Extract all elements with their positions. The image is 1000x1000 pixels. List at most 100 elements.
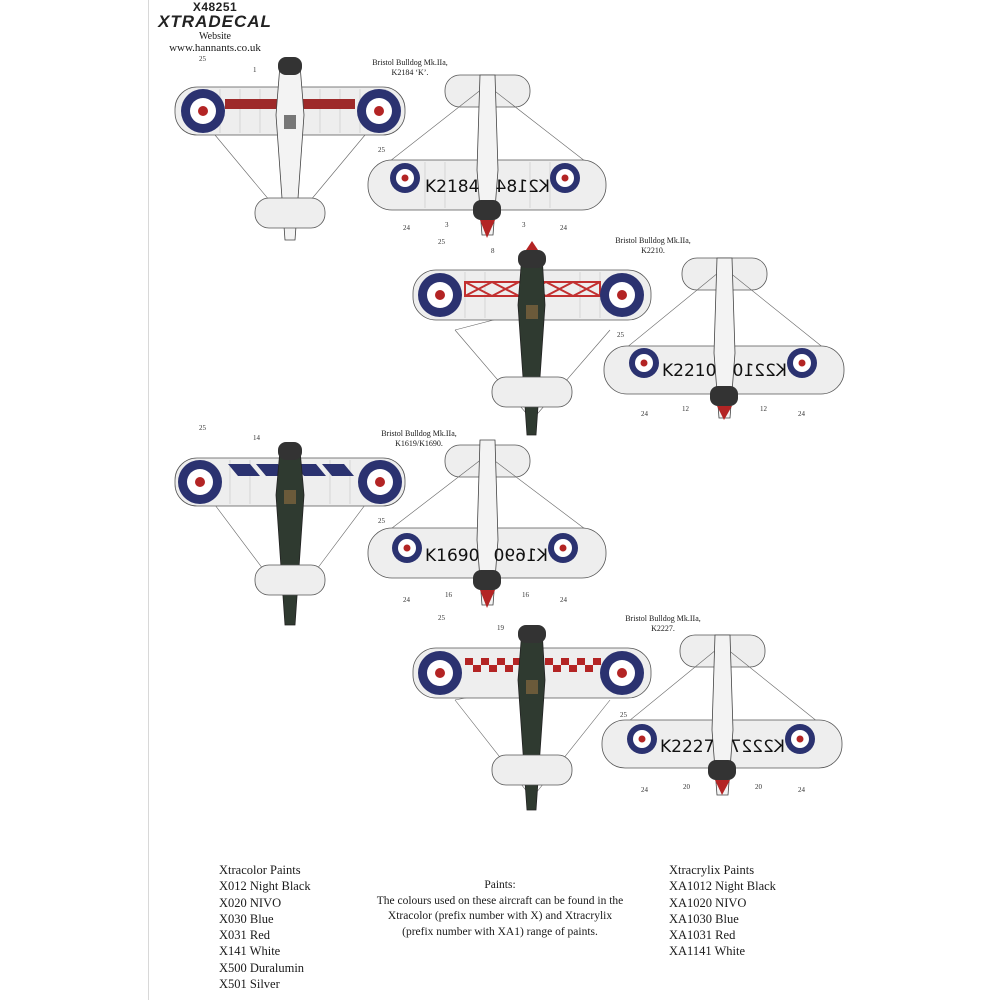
tailplane (254, 197, 326, 229)
callout: 20 (755, 783, 762, 791)
paint-item: X020 NIVO (219, 895, 282, 910)
paint-item: X501 Silver (219, 977, 280, 992)
serial-starboard-mirrored: K2210 (733, 361, 787, 381)
roundel (600, 651, 644, 695)
tailplane (254, 564, 326, 596)
website-label: Website (199, 31, 231, 42)
spinner (717, 406, 732, 420)
callout: 24 (403, 596, 410, 604)
caption-k2210: Bristol Bulldog Mk.IIa, K2210. (598, 236, 708, 256)
callout: 24 (560, 596, 567, 604)
fuselage (476, 74, 499, 236)
callout: 14 (253, 434, 260, 442)
serial-port: K1690 (425, 546, 479, 566)
rigging-wire (723, 267, 831, 354)
fuselage (476, 439, 499, 606)
callout: 25 (438, 614, 445, 622)
serial-starboard-mirrored: K1690 (494, 546, 548, 566)
callout: 24 (560, 224, 567, 232)
roundel (418, 651, 462, 695)
aircraft-under-view-k2184: K2184 K2184 (367, 74, 607, 238)
roundel (548, 533, 578, 563)
caption-line: Bristol Bulldog Mk.IIa, (381, 429, 457, 438)
callout: 12 (682, 405, 689, 413)
brand-logo: XTRADECAL (158, 12, 272, 31)
paint-item: X012 Night Black (219, 879, 311, 894)
caption-k1619: Bristol Bulldog Mk.IIa, K1619/K1690. (364, 429, 474, 449)
caption-line: Bristol Bulldog Mk.IIa, (615, 236, 691, 245)
callout: 16 (522, 591, 529, 599)
cockpit (284, 490, 296, 504)
rigging-wire (486, 84, 591, 166)
aircraft-top-view-k1690 (174, 442, 406, 626)
paint-item: XA1031 Red (669, 928, 736, 943)
paints-note-title: Paints: (484, 879, 516, 891)
paint-item: XA1030 Blue (669, 911, 739, 926)
xtracrylix-title: Xtracrylix Paints (669, 863, 755, 877)
tailplane (491, 376, 573, 408)
engine-cowling (278, 57, 302, 75)
wing-ribs (424, 162, 551, 208)
cockpit (284, 115, 296, 129)
left-margin-rule (148, 0, 149, 1000)
header: X48251 XTRADECAL Website www.hannants.co… (150, 0, 280, 54)
website-url[interactable]: www.hannants.co.uk (169, 42, 261, 54)
callout: 25 (378, 517, 385, 525)
callout: 3 (445, 221, 449, 229)
callout: 25 (438, 238, 445, 246)
paint-item: X031 Red (219, 928, 271, 943)
callout: 24 (403, 224, 410, 232)
roundel (392, 533, 422, 563)
serial-starboard-mirrored: K2184 (496, 177, 550, 197)
callout: 1 (253, 66, 257, 74)
caption-line: Bristol Bulldog Mk.IIa, (372, 58, 448, 67)
roundel (600, 273, 644, 317)
callout: 25 (620, 711, 627, 719)
spinner (480, 590, 495, 608)
callout: 16 (445, 591, 452, 599)
engine-cowling (708, 760, 736, 780)
engine-cowling (278, 442, 302, 460)
paint-item: XA1012 Night Black (669, 879, 776, 894)
roundel (358, 460, 402, 504)
callout: 25 (617, 331, 624, 339)
aircraft-under-view-k2210: K2210 K2210 (603, 257, 845, 420)
cockpit (526, 305, 538, 319)
aircraft-top-view-k2210 (412, 241, 652, 436)
rigging-wire (721, 644, 829, 731)
fuselage (275, 449, 305, 626)
callout: 20 (683, 783, 690, 791)
serial-port: K2184 (425, 177, 479, 197)
rigging-wire (486, 454, 594, 536)
paints-note-line: (prefix number with XA1) range of paints… (402, 925, 598, 938)
caption-line: K1619/K1690. (395, 439, 443, 448)
engine-cowling (473, 200, 501, 220)
product-code: X48251 (192, 0, 238, 14)
caption-k2227: Bristol Bulldog Mk.IIa, K2227. (608, 614, 718, 634)
rigging-wire (382, 454, 488, 536)
callout: 24 (641, 410, 648, 418)
aircraft-top-view-k2227 (412, 625, 652, 811)
rigging-wire (619, 267, 725, 354)
serial-starboard-mirrored: K2227 (731, 737, 785, 757)
callout: 24 (798, 786, 805, 794)
paint-item: XA1020 NIVO (669, 895, 747, 910)
roundel (181, 89, 225, 133)
callout: 24 (641, 786, 648, 794)
engine-cowling (473, 570, 501, 590)
roundel (787, 348, 817, 378)
callout: 24 (798, 410, 805, 418)
paint-item: X500 Duralumin (219, 960, 305, 975)
roundel (785, 724, 815, 754)
roundel (178, 460, 222, 504)
wing-checker-pattern (465, 658, 601, 672)
xtracrylix-paints-list: Xtracrylix Paints XA1012 Night Black XA1… (669, 862, 776, 960)
caption-line: Bristol Bulldog Mk.IIa, (625, 614, 701, 623)
callout: 12 (760, 405, 767, 413)
paints-note: Paints: The colours used on these aircra… (350, 878, 650, 940)
cockpit (526, 680, 538, 694)
aircraft-under-view-k1690: K1690 K1690 (367, 439, 607, 608)
caption-line: K2227. (651, 624, 675, 633)
fuselage (713, 257, 736, 419)
aircraft-under-view-k2227: K2227 K2227 (601, 634, 843, 796)
